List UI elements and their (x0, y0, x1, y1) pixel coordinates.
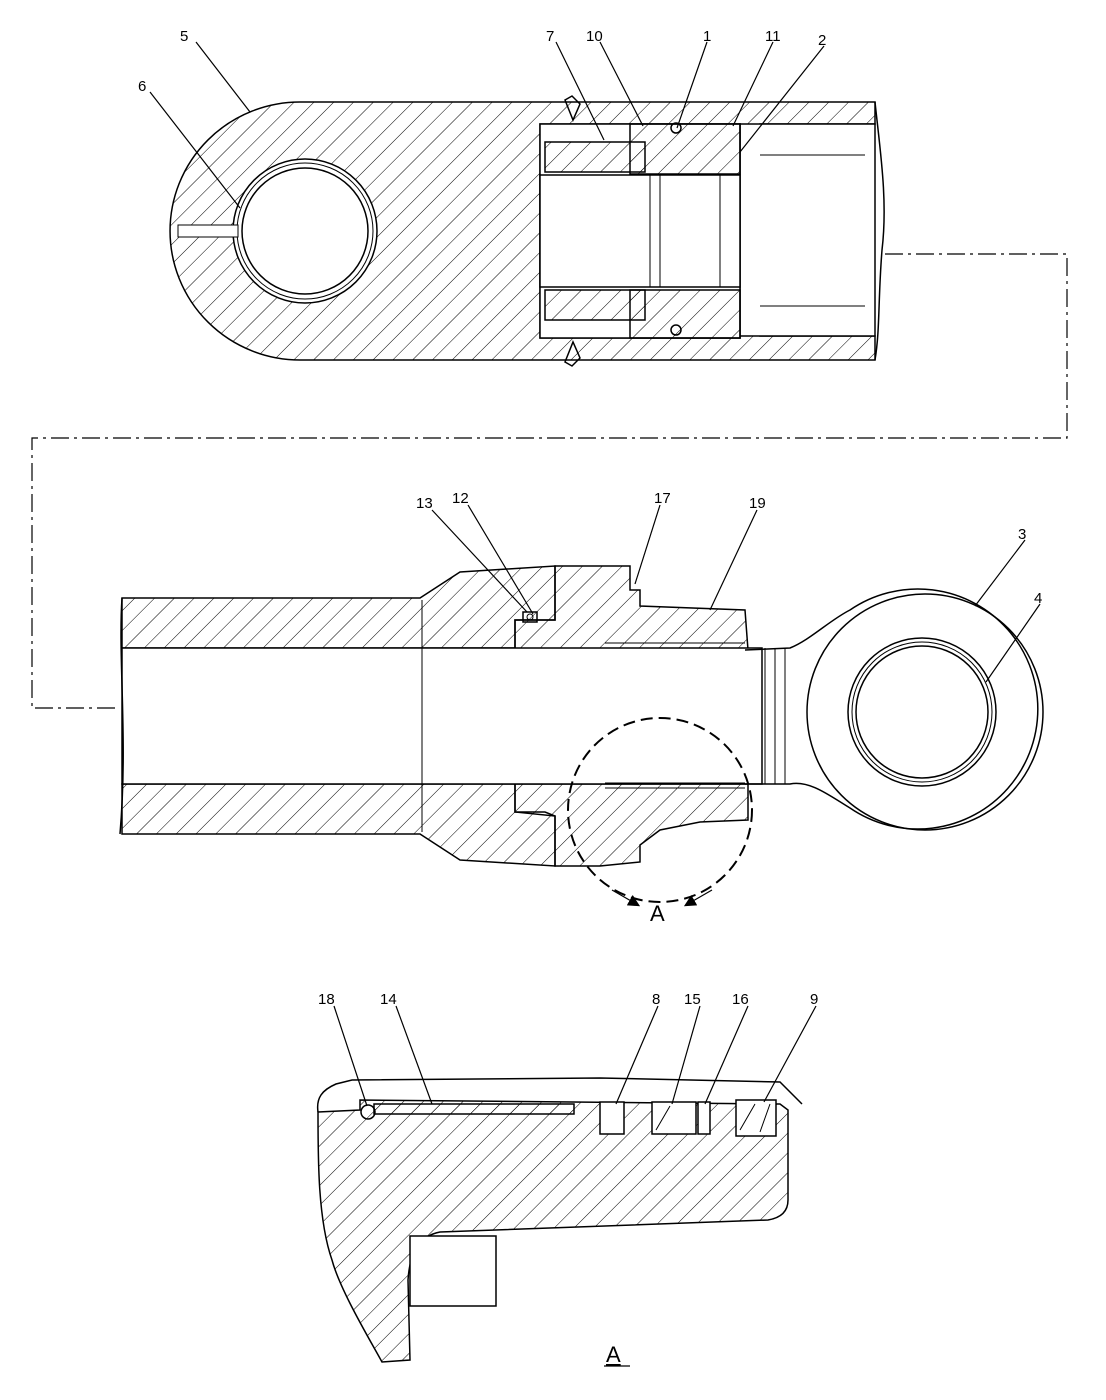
callout-19: 19 (749, 495, 766, 512)
detail-a-view: A (316, 1077, 803, 1367)
seal-16 (697, 1101, 711, 1135)
callout-9: 9 (810, 991, 818, 1008)
callout-3: 3 (1018, 526, 1026, 543)
eye-bearing (847, 637, 997, 787)
callout-11: 11 (765, 28, 781, 45)
seal-15 (651, 1101, 697, 1135)
piston-rod (121, 647, 763, 785)
wear-strip (373, 1103, 575, 1115)
bushing-inner (241, 167, 369, 295)
detail-leaders (333, 1005, 817, 1107)
callout-17: 17 (654, 490, 671, 507)
middle-section-view: A (119, 565, 1044, 926)
callout-4: 4 (1034, 590, 1042, 607)
rod-eye (744, 588, 1039, 830)
piston-upper (629, 123, 741, 175)
tube-lower-wall (121, 783, 556, 867)
callout-13: 13 (416, 495, 433, 512)
upper-callouts: 5 6 7 10 1 11 2 (138, 28, 826, 95)
upper-leaders (149, 41, 825, 209)
detail-callouts: 18 14 8 15 16 9 (318, 991, 818, 1008)
gland-detail-top-surface (316, 1077, 803, 1113)
continuation-line (31, 253, 1068, 709)
pin-bore (232, 158, 378, 304)
tube-upper-wall (121, 565, 556, 649)
tube-bore (739, 123, 876, 337)
rod-end-shaft (539, 174, 741, 288)
detail-view-label: A (606, 1342, 621, 1367)
gland-step (409, 1235, 497, 1307)
detail-arrow-label: A (650, 901, 665, 926)
gland-detail-body (317, 1099, 789, 1363)
o-ring-18 (360, 1104, 376, 1120)
callout-18: 18 (318, 991, 335, 1008)
callout-5: 5 (180, 28, 188, 45)
callout-8: 8 (652, 991, 660, 1008)
callout-2: 2 (818, 32, 826, 49)
callout-6: 6 (138, 78, 146, 95)
callout-16: 16 (732, 991, 749, 1008)
middle-callouts: 13 12 17 19 3 4 (416, 490, 1042, 607)
callout-14: 14 (380, 991, 397, 1008)
callout-7: 7 (546, 28, 554, 45)
callout-15: 15 (684, 991, 701, 1008)
callout-1: 1 (703, 28, 711, 45)
seal-8 (599, 1101, 625, 1135)
upper-section-view (169, 95, 885, 367)
piston-lower (629, 289, 741, 339)
middle-leaders (431, 504, 1041, 683)
callout-12: 12 (452, 490, 469, 507)
detail-a-marker (567, 717, 753, 903)
callout-10: 10 (586, 28, 603, 45)
gland-lower (514, 783, 749, 867)
